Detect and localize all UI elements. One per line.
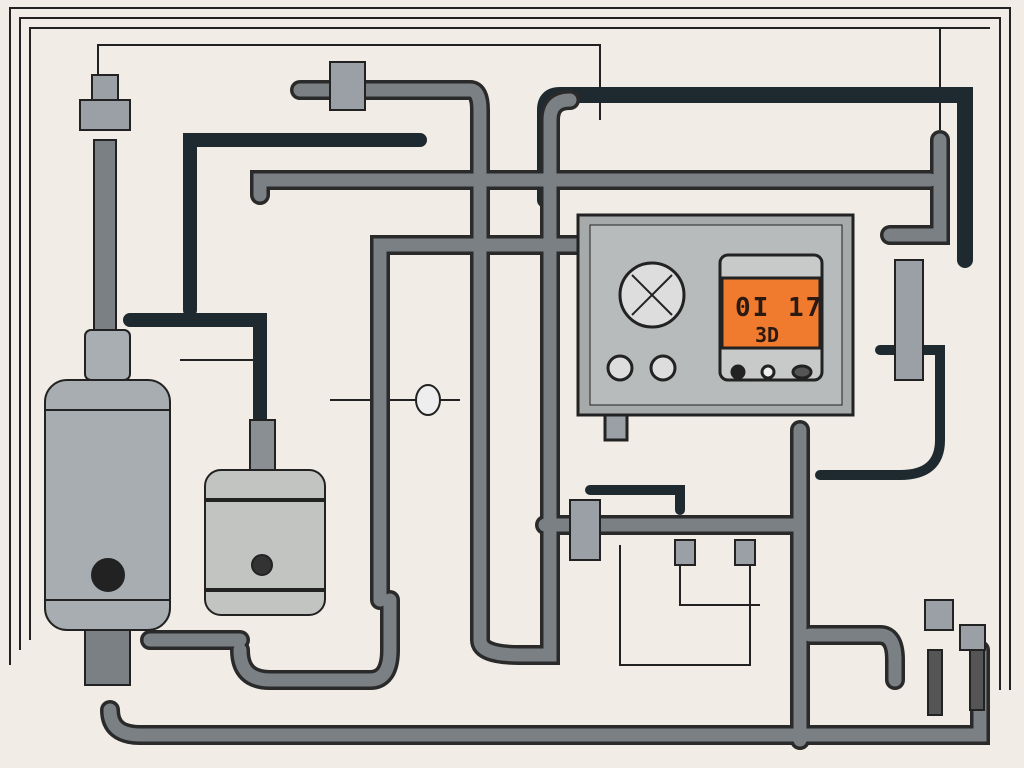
small-gauge: [606, 354, 634, 382]
small-gauge: [649, 354, 677, 382]
display-line-1: 0I 17: [735, 293, 824, 323]
control-panel: [576, 213, 855, 442]
large-tank: [44, 379, 171, 686]
valves: [329, 61, 986, 716]
display-line-2: 3D: [755, 323, 780, 347]
button: [730, 364, 746, 380]
button: [791, 364, 813, 380]
lcd-display: [720, 276, 822, 350]
small-tank: [204, 419, 326, 616]
wire-frame: [9, 7, 1011, 690]
button: [760, 364, 776, 380]
tall-riser: [79, 74, 131, 381]
